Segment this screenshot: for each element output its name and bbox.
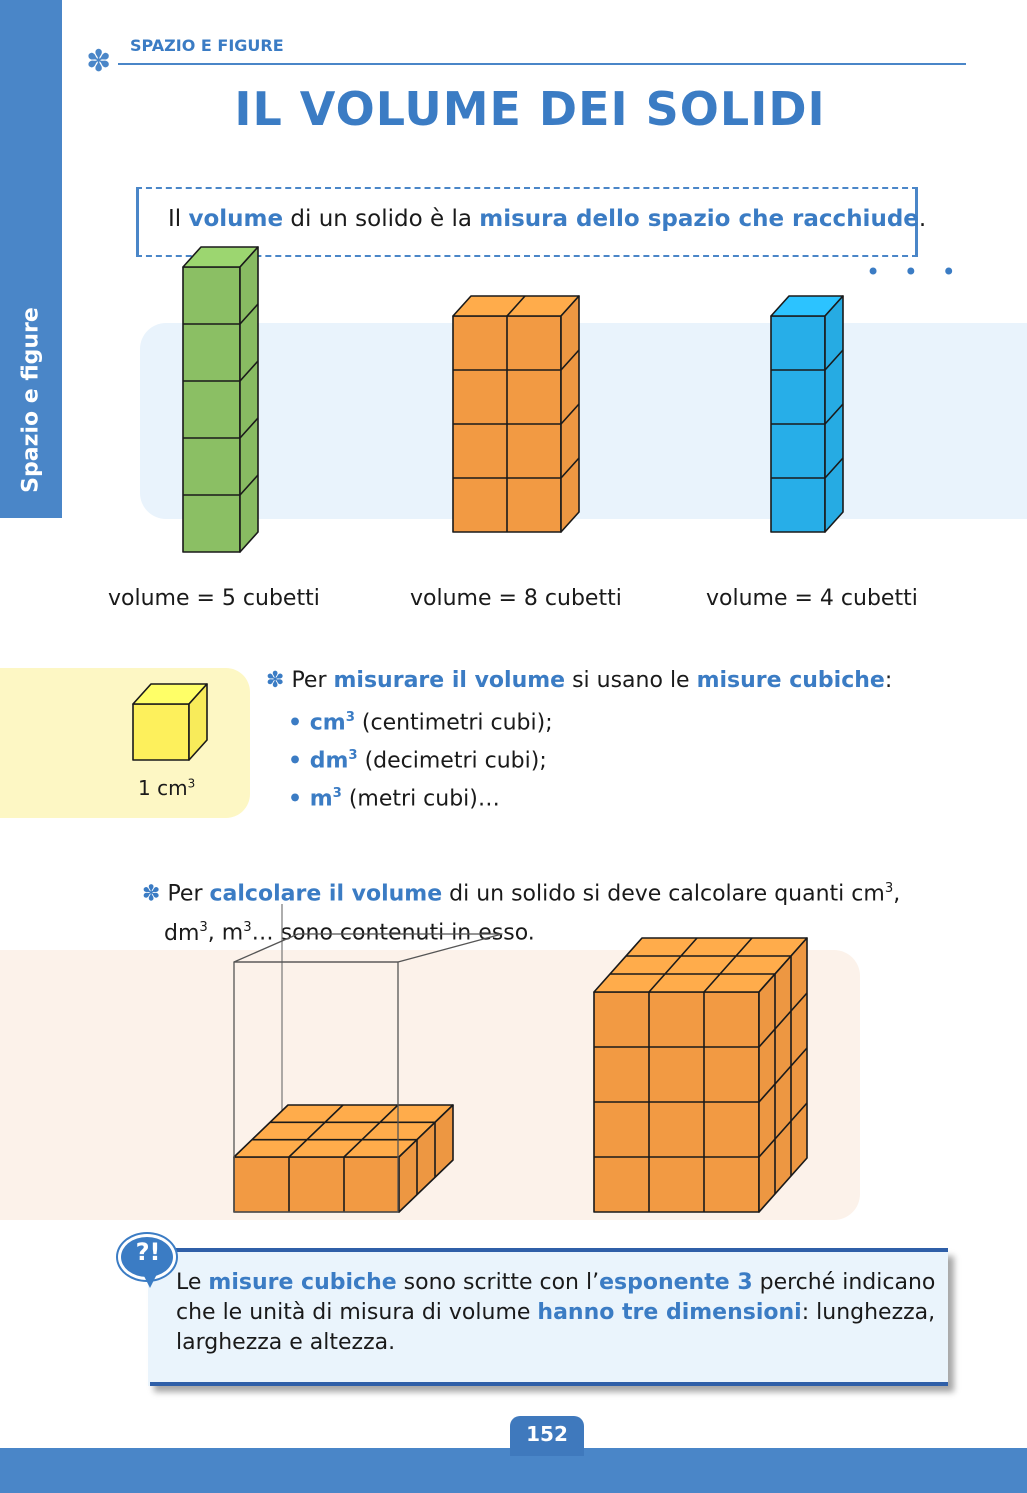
solid-volume-label-3: volume = 4 cubetti — [706, 586, 918, 611]
full-cube-gridline — [758, 1102, 808, 1158]
question-bubble-tail — [140, 1268, 160, 1288]
question-bubble-text: ?! — [135, 1238, 161, 1266]
green-tower-gridline — [239, 303, 259, 325]
flower-bullet-icon: ✽ — [266, 668, 285, 693]
full-cube-gridline — [648, 937, 698, 993]
orange-block-gridline — [560, 457, 580, 479]
definition-text: Il volume di un solido è la misura dello… — [168, 206, 927, 232]
unit-cube-side — [188, 683, 208, 761]
base-layer-gridline — [343, 1104, 399, 1158]
full-cube-gridline — [758, 1047, 808, 1103]
unit-cube-icon — [132, 683, 208, 761]
orange-block-gridline — [506, 295, 526, 317]
note-bottom-rule — [150, 1382, 948, 1386]
note-box — [148, 1250, 948, 1386]
section-divider — [118, 63, 966, 65]
ellipsis-dots-icon: • • • — [866, 258, 964, 286]
calculate-volume-paragraph: ✽ Per calcolare il volume di un solido s… — [142, 881, 901, 946]
list-item: • cm3 (centimetri cubi); — [288, 710, 553, 736]
definition-box — [136, 187, 918, 257]
list-item: • m3 (metri cubi)… — [288, 786, 500, 812]
cubic-measures-intro: ✽ Per misurare il volume si usano le mis… — [266, 668, 893, 693]
page-number: 152 — [526, 1422, 568, 1446]
flower-icon: ✽ — [86, 44, 112, 79]
unit-cube-caption: 1 cm3 — [138, 776, 196, 800]
full-cube-gridline — [758, 992, 808, 1048]
blue-tower-gridline — [824, 457, 844, 479]
solids-background-band — [140, 323, 1027, 519]
page-number-tab — [510, 1416, 584, 1456]
side-tab — [0, 0, 62, 518]
solid-volume-label-1: volume = 5 cubetti — [108, 586, 320, 611]
empty-box-top — [233, 933, 503, 963]
green-tower-gridline — [239, 360, 259, 382]
note-top-rule — [150, 1248, 948, 1252]
solid-volume-label-2: volume = 8 cubetti — [410, 586, 622, 611]
green-tower-side — [239, 246, 259, 553]
flower-bullet-icon: ✽ — [142, 881, 161, 907]
note-text: Le misure cubiche sono scritte con l’esp… — [176, 1270, 936, 1355]
page-title: IL VOLUME DEI SOLIDI — [234, 82, 826, 136]
full-cube-gridline — [703, 937, 753, 993]
blue-tower-gridline — [824, 349, 844, 371]
orange-block-gridline — [560, 403, 580, 425]
base-layer-front — [233, 1156, 400, 1213]
list-item: • dm3 (decimetri cubi); — [288, 748, 547, 774]
base-layer-gridline — [288, 1104, 344, 1158]
green-tower-gridline — [239, 417, 259, 439]
unit-cube-panel — [0, 668, 250, 818]
green-tower-gridline — [239, 474, 259, 496]
orange-block-gridline — [560, 349, 580, 371]
section-label: ✽ SPAZIO E FIGURE — [86, 36, 284, 79]
blue-tower-gridline — [824, 403, 844, 425]
